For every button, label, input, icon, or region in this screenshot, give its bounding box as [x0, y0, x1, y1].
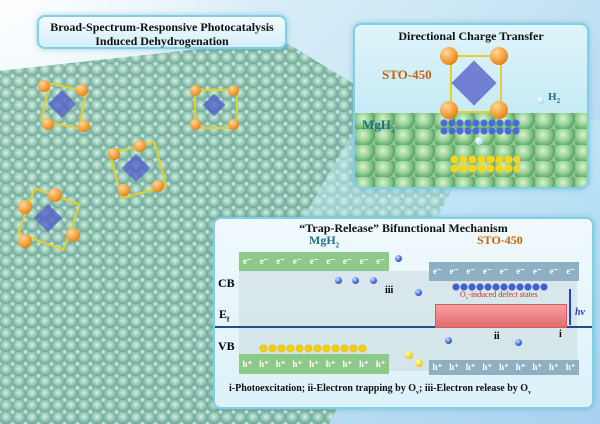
h2-label: H2	[548, 91, 561, 106]
hole-symbol: h⁺	[325, 358, 336, 369]
hole-symbol: h⁺	[275, 358, 286, 369]
main-title-box: Broad-Spectrum-Responsive Photocatalysis…	[37, 15, 287, 49]
electron-symbol: e⁻	[342, 256, 352, 266]
electron-symbol: e⁻	[292, 256, 302, 266]
electron-symbol: e⁻	[259, 256, 269, 266]
hole-symbol: h⁺	[532, 362, 543, 372]
electron-symbol: e⁻	[242, 256, 252, 266]
mgh2-label: MgH2	[362, 117, 395, 135]
electron-symbol: e⁻	[449, 266, 459, 276]
electron-symbol: e⁻	[466, 266, 476, 276]
sto-450-label: STO-450	[382, 67, 432, 82]
hole-symbol: h⁺	[565, 362, 576, 372]
electron-icon	[515, 339, 522, 346]
electron-symbol: e⁻	[276, 256, 286, 266]
electron-cluster	[440, 119, 520, 135]
hole-symbol: h⁺	[465, 362, 476, 372]
electron-icon	[370, 277, 377, 284]
vb-label: VB	[218, 339, 235, 353]
sto-crystal	[16, 186, 82, 252]
electron-symbol: e⁻	[499, 266, 509, 276]
hole-symbol: h⁺	[482, 362, 493, 372]
hole-cluster	[450, 155, 520, 173]
charge-transfer-panel: Directional Charge Transfer STO-450 MgH2…	[353, 23, 589, 189]
hole-symbol: h⁺	[359, 358, 369, 369]
hole-symbol: h⁺	[342, 358, 353, 369]
electron-icon	[395, 255, 402, 262]
sto-crystal	[38, 80, 90, 132]
electron-icon	[445, 337, 452, 344]
h2-molecule-icon	[537, 97, 544, 104]
electron-symbol: e⁻	[309, 256, 319, 266]
mechanism-title: “Trap-Release” Bifunctional Mechanism	[299, 221, 508, 235]
electron-icon	[352, 277, 359, 284]
sto-450-label: STO-450	[477, 233, 523, 247]
charge-transfer-title: Directional Charge Transfer	[398, 29, 544, 43]
electron-symbol: e⁻	[326, 256, 335, 266]
hole-symbol: h⁺	[242, 358, 253, 369]
hole-icon	[405, 351, 413, 359]
mechanism-caption: i-Photoexcitation; ii-Electron trapping …	[229, 383, 532, 396]
mechanism-panel: “Trap-Release” Bifunctional Mechanism Mg…	[213, 217, 594, 409]
hole-icon	[415, 359, 423, 367]
hole-symbol: h⁺	[309, 358, 319, 369]
main-title-line1: Broad-Spectrum-Responsive Photocatalysis	[50, 20, 274, 34]
electron-symbol: e⁻	[376, 256, 385, 266]
electron-icon	[335, 277, 342, 284]
sto-crystal	[108, 140, 168, 200]
sto-crystal	[190, 85, 240, 130]
electron-symbol: e⁻	[432, 266, 442, 276]
defect-states-band	[435, 304, 567, 328]
hole-symbol: h⁺	[515, 362, 526, 372]
electron-icon	[415, 289, 422, 296]
step-i-label: i	[559, 329, 562, 340]
fermi-level-line	[215, 326, 592, 328]
holes-row	[259, 344, 367, 353]
hole-symbol: h⁺	[449, 362, 459, 372]
hole-symbol: h⁺	[432, 362, 443, 372]
mgh2-label: MgH2	[309, 233, 340, 250]
main-title-line2: Induced Dehydrogenation	[95, 34, 229, 48]
sto-unit-cell	[440, 47, 510, 122]
electron-symbol: e⁻	[359, 256, 369, 266]
hole-symbol: h⁺	[375, 358, 386, 369]
electron-symbol: e⁻	[566, 266, 575, 276]
electron-symbol: e⁻	[549, 266, 559, 276]
electron-symbol: e⁻	[482, 266, 492, 276]
sto-conduction-band: e⁻ e⁻ e⁻ e⁻ e⁻ e⁻ e⁻ e⁻ e⁻	[429, 262, 579, 281]
mgh2-valence-band: h⁺ h⁺ h⁺ h⁺ h⁺ h⁺ h⁺ h⁺ h⁺	[239, 354, 389, 374]
hole-symbol: h⁺	[259, 358, 269, 369]
sto-valence-band: h⁺ h⁺ h⁺ h⁺ h⁺ h⁺ h⁺ h⁺ h⁺	[429, 360, 579, 375]
step-ii-label: ii	[494, 331, 500, 342]
cb-label: CB	[218, 276, 235, 290]
fermi-level-label: Ef	[219, 307, 230, 324]
step-iii-label: iii	[385, 285, 394, 296]
photon-hv-label: hv	[575, 307, 585, 318]
hole-symbol: h⁺	[292, 358, 303, 369]
trapped-electrons-row	[452, 283, 548, 291]
defect-states-label: Ov-induced defect states	[460, 290, 538, 302]
excitation-arrow-icon	[569, 289, 571, 325]
electron-symbol: e⁻	[532, 266, 542, 276]
hole-symbol: h⁺	[499, 362, 509, 372]
mgh2-conduction-band: e⁻ e⁻ e⁻ e⁻ e⁻ e⁻ e⁻ e⁻ e⁻	[239, 252, 389, 271]
electron-symbol: e⁻	[516, 266, 525, 276]
hole-symbol: h⁺	[549, 362, 559, 372]
h2-molecule-icon	[475, 137, 483, 145]
